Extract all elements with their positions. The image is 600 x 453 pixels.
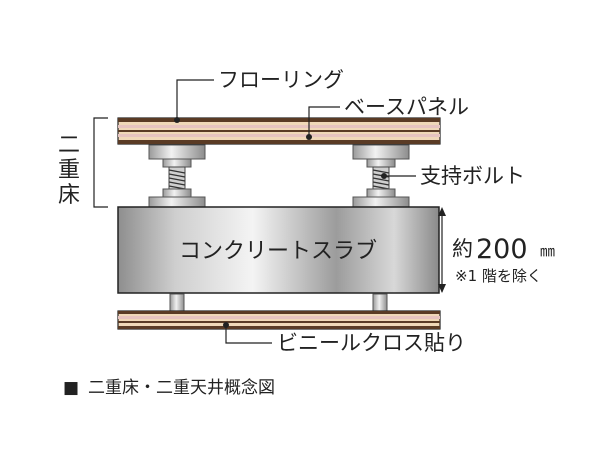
ceiling-hanger-left (169, 293, 185, 312)
base-panel-label: ベースパネル (344, 95, 469, 119)
dimension-value: 200 (476, 234, 528, 265)
dimension-prefix: 約 (452, 237, 473, 261)
caption-marker: ■ (63, 378, 79, 398)
floor-panel (117, 117, 441, 145)
support-bolt-label: 支持ボルト (420, 164, 525, 188)
vinyl-cloth-leader (223, 322, 272, 344)
dimension-note: ※1 階を除く (455, 267, 542, 285)
double-floor-bracket (93, 117, 108, 208)
vinyl-cloth-label: ビニールクロス貼り (277, 331, 466, 355)
caption-title: 二重床・二重天井概念図 (88, 377, 275, 398)
concrete-slab-label: コンクリートスラブ (179, 239, 377, 264)
concrete-slab (117, 206, 440, 294)
dimension-unit: ㎜ (540, 242, 555, 260)
ceiling-hanger-right (372, 293, 388, 312)
support-leg-right (352, 144, 410, 208)
support-bolt-leader (381, 173, 416, 179)
double-floor-char-2: 重 (58, 158, 80, 183)
ceiling-panel (117, 310, 441, 330)
slab-dimension-line (438, 207, 446, 293)
base-panel-leader (306, 106, 340, 140)
double-floor-char-1: 二 (58, 133, 80, 158)
double-floor-char-3: 床 (58, 183, 80, 208)
flooring-leader (174, 79, 214, 123)
flooring-label: フローリング (218, 68, 344, 92)
support-leg-left (148, 144, 206, 208)
